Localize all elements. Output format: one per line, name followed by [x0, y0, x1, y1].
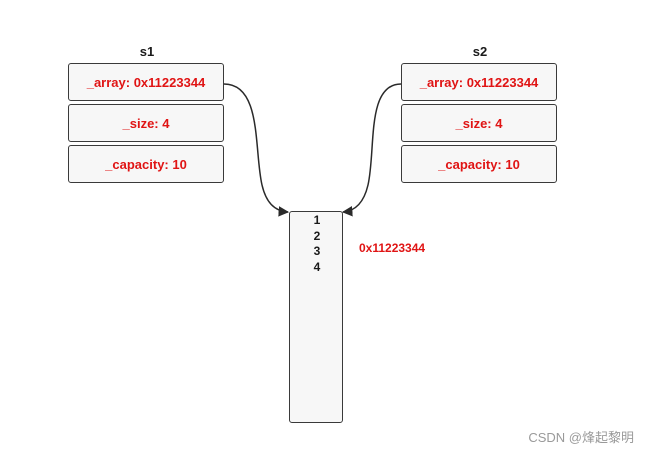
s2-capacity-field: _capacity: 10: [401, 145, 557, 183]
s1-title: s1: [139, 44, 155, 59]
memory-value: 4: [313, 259, 321, 274]
s2-array-field: _array: 0x11223344: [401, 63, 557, 101]
s2-pointer-arrow: [341, 83, 402, 217]
s1-pointer-arrow: [223, 83, 290, 217]
memory-value: 2: [313, 228, 321, 243]
s1-array-field: _array: 0x11223344: [68, 63, 224, 101]
memory-value: 3: [313, 244, 321, 258]
memory-values: 1 2 3 4: [290, 213, 344, 275]
memory-block: 1 2 3 4: [289, 211, 343, 423]
memory-value: 1: [313, 213, 321, 227]
s1-size-field: _size: 4: [68, 104, 224, 142]
memory-address-label: 0x11223344: [359, 241, 426, 255]
s2-title: s2: [472, 44, 488, 59]
watermark: CSDN @烽起黎明: [528, 430, 634, 445]
s2-size-field: _size: 4: [401, 104, 557, 142]
s1-capacity-field: _capacity: 10: [68, 145, 224, 183]
